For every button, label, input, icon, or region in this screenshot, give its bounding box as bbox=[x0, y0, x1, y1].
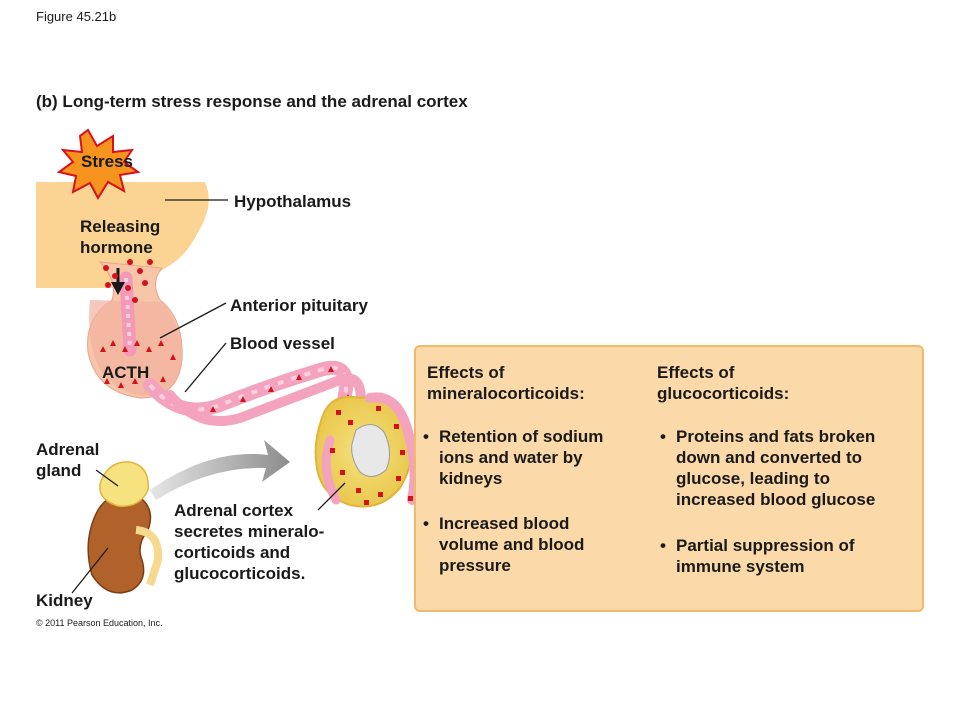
gluco-heading-line2: glucocorticoids: bbox=[657, 384, 790, 403]
leader-adrenal-gland bbox=[95, 469, 119, 487]
adrenal-cortex-label-line3: corticoids and bbox=[174, 543, 291, 562]
mineralo-heading-line1: Effects of bbox=[427, 363, 505, 382]
mineralo-bullet-2-line2: volume and blood bbox=[439, 535, 585, 554]
leader-blood-vessel bbox=[184, 342, 227, 393]
figure-label: Figure 45.21b bbox=[36, 9, 117, 24]
adrenal-cortex-label-line1: Adrenal cortex bbox=[174, 501, 294, 520]
gluco-bullet-1-line4: increased blood glucose bbox=[676, 490, 876, 509]
bullet-dot: • bbox=[660, 536, 666, 555]
mineralo-bullet-2-line1: Increased blood bbox=[439, 514, 570, 533]
gluco-bullet-1-line2: down and converted to bbox=[676, 448, 863, 467]
gluco-bullet-2-line1: Partial suppression of bbox=[676, 536, 855, 555]
adrenal-gland-shape bbox=[99, 461, 149, 507]
mineralo-bullet-2-line3: pressure bbox=[439, 556, 511, 575]
adrenal-cortex-label-line4: glucocorticoids. bbox=[174, 564, 306, 583]
adrenal-gland-label-line2: gland bbox=[36, 461, 82, 480]
effects-panel: Effects of mineralocorticoids: • Retenti… bbox=[414, 345, 924, 612]
mineralo-bullet-1-line1: Retention of sodium bbox=[439, 427, 604, 446]
bullet-dot: • bbox=[660, 427, 666, 446]
anterior-pituitary-label: Anterior pituitary bbox=[230, 296, 368, 315]
bullet-dot: • bbox=[423, 427, 429, 446]
releasing-hormone-label-line2: hormone bbox=[80, 238, 153, 257]
adrenal-cortex-label-line2: secretes mineralo- bbox=[174, 522, 325, 541]
zoom-arrow bbox=[150, 440, 290, 500]
mineralo-bullet-1-line2: ions and water by bbox=[439, 448, 583, 467]
gluco-bullet-1-line3: glucose, leading to bbox=[676, 469, 830, 488]
kidney-label: Kidney bbox=[36, 591, 93, 610]
copyright-notice: © 2011 Pearson Education, Inc. bbox=[36, 618, 163, 628]
adrenal-medulla bbox=[351, 424, 390, 477]
blood-vessel-label: Blood vessel bbox=[230, 334, 335, 353]
mineralo-bullet-1-line3: kidneys bbox=[439, 469, 503, 488]
kidney-shape bbox=[87, 493, 152, 594]
acth-label: ACTH bbox=[102, 363, 150, 382]
releasing-hormone-dots bbox=[103, 259, 153, 303]
bullet-dot: • bbox=[423, 514, 429, 533]
adrenal-gland-label-line1: Adrenal bbox=[36, 440, 100, 459]
stress-burst bbox=[56, 128, 141, 200]
hypothalamus-shape bbox=[36, 182, 209, 288]
leader-adrenal-cortex bbox=[317, 482, 346, 511]
figure-title: (b) Long-term stress response and the ad… bbox=[36, 92, 468, 111]
hypothalamus-label: Hypothalamus bbox=[234, 192, 352, 211]
releasing-hormone-label-line1: Releasing bbox=[80, 217, 161, 236]
gluco-bullet-1-line1: Proteins and fats broken bbox=[676, 427, 876, 446]
mineralo-heading-line2: mineralocorticoids: bbox=[427, 384, 585, 403]
stress-label: Stress bbox=[81, 152, 133, 171]
leader-kidney bbox=[71, 547, 109, 594]
leader-anterior-pituitary bbox=[159, 302, 227, 339]
gluco-heading-line1: Effects of bbox=[657, 363, 735, 382]
adrenal-hormone-squares bbox=[330, 406, 413, 505]
gluco-bullet-2-line2: immune system bbox=[676, 557, 805, 576]
